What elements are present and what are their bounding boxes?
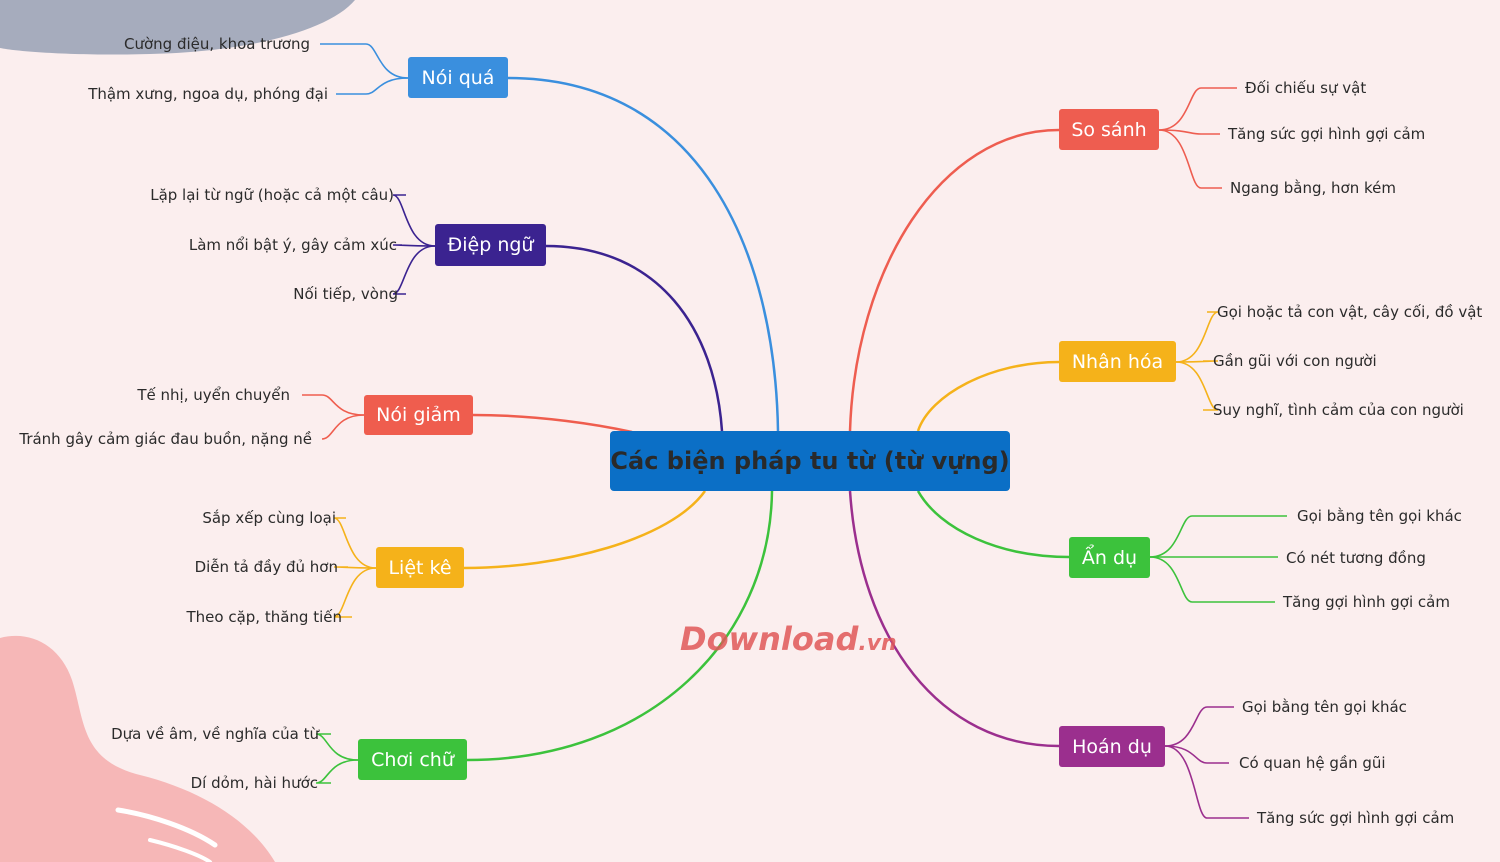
leaf-nhan-hoa-1[interactable]: Gọi hoặc tả con vật, cây cối, đồ vật: [1217, 303, 1483, 321]
branch-label: Nói giảm: [376, 404, 461, 426]
connector-hoan-du: [848, 490, 1060, 748]
branch-so-sanh[interactable]: So sánh: [1059, 109, 1159, 150]
branch-label: Chơi chữ: [371, 748, 454, 771]
branch-liet-ke[interactable]: Liệt kê: [376, 547, 464, 588]
leaf-noi-giam-1[interactable]: Tế nhị, uyển chuyển: [137, 386, 290, 404]
leaf-connector-liet-ke-1: [333, 517, 377, 569]
leaf-diep-ngu-2[interactable]: Làm nổi bật ý, gây cảm xúc: [188, 236, 397, 254]
leaf-noi-qua-2[interactable]: Thậm xưng, ngoa dụ, phóng đại: [88, 85, 328, 103]
branch-label: Nói quá: [421, 66, 495, 89]
leaf-connector-diep-ngu-1: [392, 194, 436, 247]
branch-noi-giam[interactable]: Nói giảm: [364, 395, 473, 435]
watermark: Download.vn: [680, 620, 897, 658]
leaf-connector-nhan-hoa-1: [1175, 311, 1219, 363]
leaf-connector-noi-qua-1: [320, 43, 409, 79]
leaf-nhan-hoa-2[interactable]: Gần gũi với con người: [1213, 352, 1377, 370]
leaf-connector-hoan-du-1: [1164, 706, 1234, 747]
leaf-connector-diep-ngu-2: [392, 244, 436, 247]
leaf-so-sanh-1[interactable]: Đối chiếu sự vật: [1245, 79, 1367, 97]
leaf-connector-nhan-hoa-2: [1175, 360, 1219, 363]
leaf-diep-ngu-3[interactable]: Nối tiếp, vòng: [293, 285, 398, 303]
connector-noi-giam: [472, 413, 633, 434]
leaf-so-sanh-3[interactable]: Ngang bằng, hơn kém: [1230, 179, 1396, 197]
leaf-connector-choi-chu-2: [315, 759, 359, 784]
leaf-connector-nhan-hoa-3: [1175, 361, 1219, 411]
leaf-connector-choi-chu-1: [315, 733, 359, 761]
branch-label: Điệp ngữ: [447, 234, 534, 256]
branch-choi-chu[interactable]: Chơi chữ: [358, 739, 467, 780]
leaf-an-du-3[interactable]: Tăng gợi hình gợi cảm: [1283, 593, 1450, 611]
leaf-liet-ke-3[interactable]: Theo cặp, thăng tiến: [186, 608, 342, 626]
leaf-connector-noi-giam-2: [321, 414, 365, 440]
connector-choi-chu: [466, 490, 774, 762]
leaf-connector-liet-ke-3: [333, 567, 377, 618]
branch-diep-ngu[interactable]: Điệp ngữ: [435, 224, 546, 266]
connector-so-sanh: [848, 128, 1060, 432]
branch-label: Liệt kê: [388, 556, 452, 579]
leaf-diep-ngu-1[interactable]: Lặp lại từ ngữ (hoặc cả một câu): [150, 186, 394, 204]
branch-an-du[interactable]: Ẩn dụ: [1069, 537, 1150, 578]
leaf-connector-noi-giam-1: [302, 394, 365, 416]
leaf-nhan-hoa-3[interactable]: Suy nghĩ, tình cảm của con người: [1213, 401, 1464, 419]
leaf-connector-an-du-3: [1149, 556, 1275, 603]
leaf-choi-chu-1[interactable]: Dựa về âm, về nghĩa của từ: [111, 725, 319, 743]
branch-hoan-du[interactable]: Hoán dụ: [1059, 726, 1165, 767]
leaf-hoan-du-2[interactable]: Có quan hệ gần gũi: [1239, 754, 1386, 772]
leaf-connector-hoan-du-3: [1164, 745, 1249, 819]
connector-noi-qua: [507, 76, 780, 432]
leaf-an-du-2[interactable]: Có nét tương đồng: [1286, 549, 1426, 567]
connector-an-du: [916, 490, 1070, 559]
branch-noi-qua[interactable]: Nói quá: [408, 57, 508, 98]
leaf-noi-giam-2[interactable]: Tránh gây cảm giác đau buồn, nặng nề: [19, 430, 312, 448]
leaf-choi-chu-2[interactable]: Dí dỏm, hài hước: [190, 774, 318, 792]
leaf-so-sanh-2[interactable]: Tăng sức gợi hình gợi cảm: [1228, 125, 1426, 143]
leaf-hoan-du-1[interactable]: Gọi bằng tên gọi khác: [1242, 698, 1407, 716]
leaf-noi-qua-1[interactable]: Cường điệu, khoa trương: [123, 35, 310, 53]
central-topic[interactable]: Các biện pháp tu từ (từ vựng): [610, 431, 1010, 491]
connector-diep-ngu: [545, 244, 724, 432]
leaf-connector-so-sanh-3: [1158, 129, 1222, 189]
leaf-connector-an-du-1: [1149, 515, 1287, 558]
branch-label: Nhân hóa: [1071, 350, 1164, 373]
leaf-connector-liet-ke-2: [333, 566, 377, 569]
leaf-connector-so-sanh-2: [1158, 129, 1220, 135]
branch-nhan-hoa[interactable]: Nhân hóa: [1059, 341, 1176, 382]
connector-liet-ke: [463, 490, 707, 570]
branch-label: Hoán dụ: [1072, 735, 1152, 758]
leaf-connector-hoan-du-2: [1164, 745, 1229, 764]
leaf-connector-so-sanh-1: [1158, 87, 1237, 131]
leaf-connector-noi-qua-2: [336, 77, 409, 95]
leaf-hoan-du-3[interactable]: Tăng sức gợi hình gợi cảm: [1257, 809, 1455, 827]
central-topic-label: Các biện pháp tu từ (từ vựng): [610, 447, 1010, 475]
branch-label: So sánh: [1071, 118, 1147, 141]
connector-nhan-hoa: [916, 360, 1060, 432]
branch-label: Ẩn dụ: [1081, 546, 1138, 569]
leaf-liet-ke-2[interactable]: Diễn tả đầy đủ hơn: [194, 558, 338, 576]
leaf-liet-ke-1[interactable]: Sắp xếp cùng loại: [202, 509, 336, 527]
leaf-an-du-1[interactable]: Gọi bằng tên gọi khác: [1297, 507, 1462, 525]
leaf-connector-diep-ngu-3: [392, 245, 436, 295]
